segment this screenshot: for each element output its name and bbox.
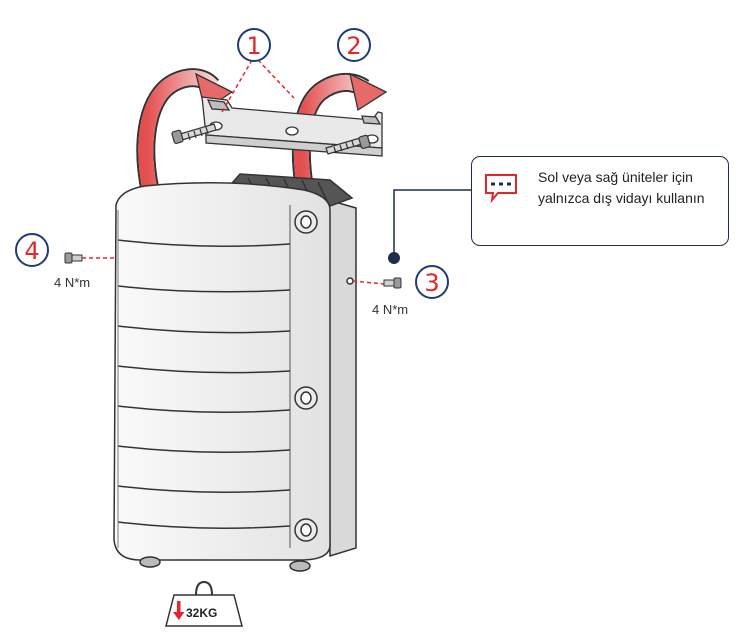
curved-arrow-icon: [349, 72, 388, 112]
screw-icon: [383, 277, 402, 289]
note-text: Sol veya sağ üniteler için yalnızca dış …: [538, 169, 705, 206]
note-leader: [388, 189, 471, 264]
step-1-number: 1: [246, 32, 261, 60]
step-1-circle: [237, 28, 271, 62]
speech-bubble-icon: [485, 174, 517, 203]
step-3-callout: 3 4 N*m: [352, 265, 449, 317]
step-4-callout: 4 4 N*m: [15, 233, 114, 290]
step-3-circle: [415, 265, 449, 299]
weight-icon: [165, 594, 243, 627]
weight-label: 32KG: [186, 606, 217, 620]
mounting-bracket: [201, 96, 383, 157]
inverter-unit: [113, 173, 357, 572]
step-2-circle: [337, 28, 371, 62]
torque-left: 4 N*m: [54, 275, 90, 290]
weight-badge: 32KG: [165, 580, 243, 627]
step-1-callout: 1: [221, 28, 295, 113]
screw-icon: [64, 252, 83, 264]
step-4-circle: [15, 233, 49, 267]
rotate-arrow-left: [136, 68, 234, 192]
torque-right: 4 N*m: [372, 302, 408, 317]
step-2-number: 2: [346, 32, 361, 60]
step-2-callout: 2: [337, 28, 371, 62]
step-4-number: 4: [24, 237, 39, 265]
rotate-arrow-right: [291, 72, 388, 194]
down-arrow-icon: [173, 601, 185, 620]
screw-icon: [325, 134, 371, 155]
screw-icon: [171, 123, 217, 144]
step-3-number: 3: [424, 269, 439, 297]
note-box: Sol veya sağ üniteler için yalnızca dış …: [471, 156, 729, 246]
